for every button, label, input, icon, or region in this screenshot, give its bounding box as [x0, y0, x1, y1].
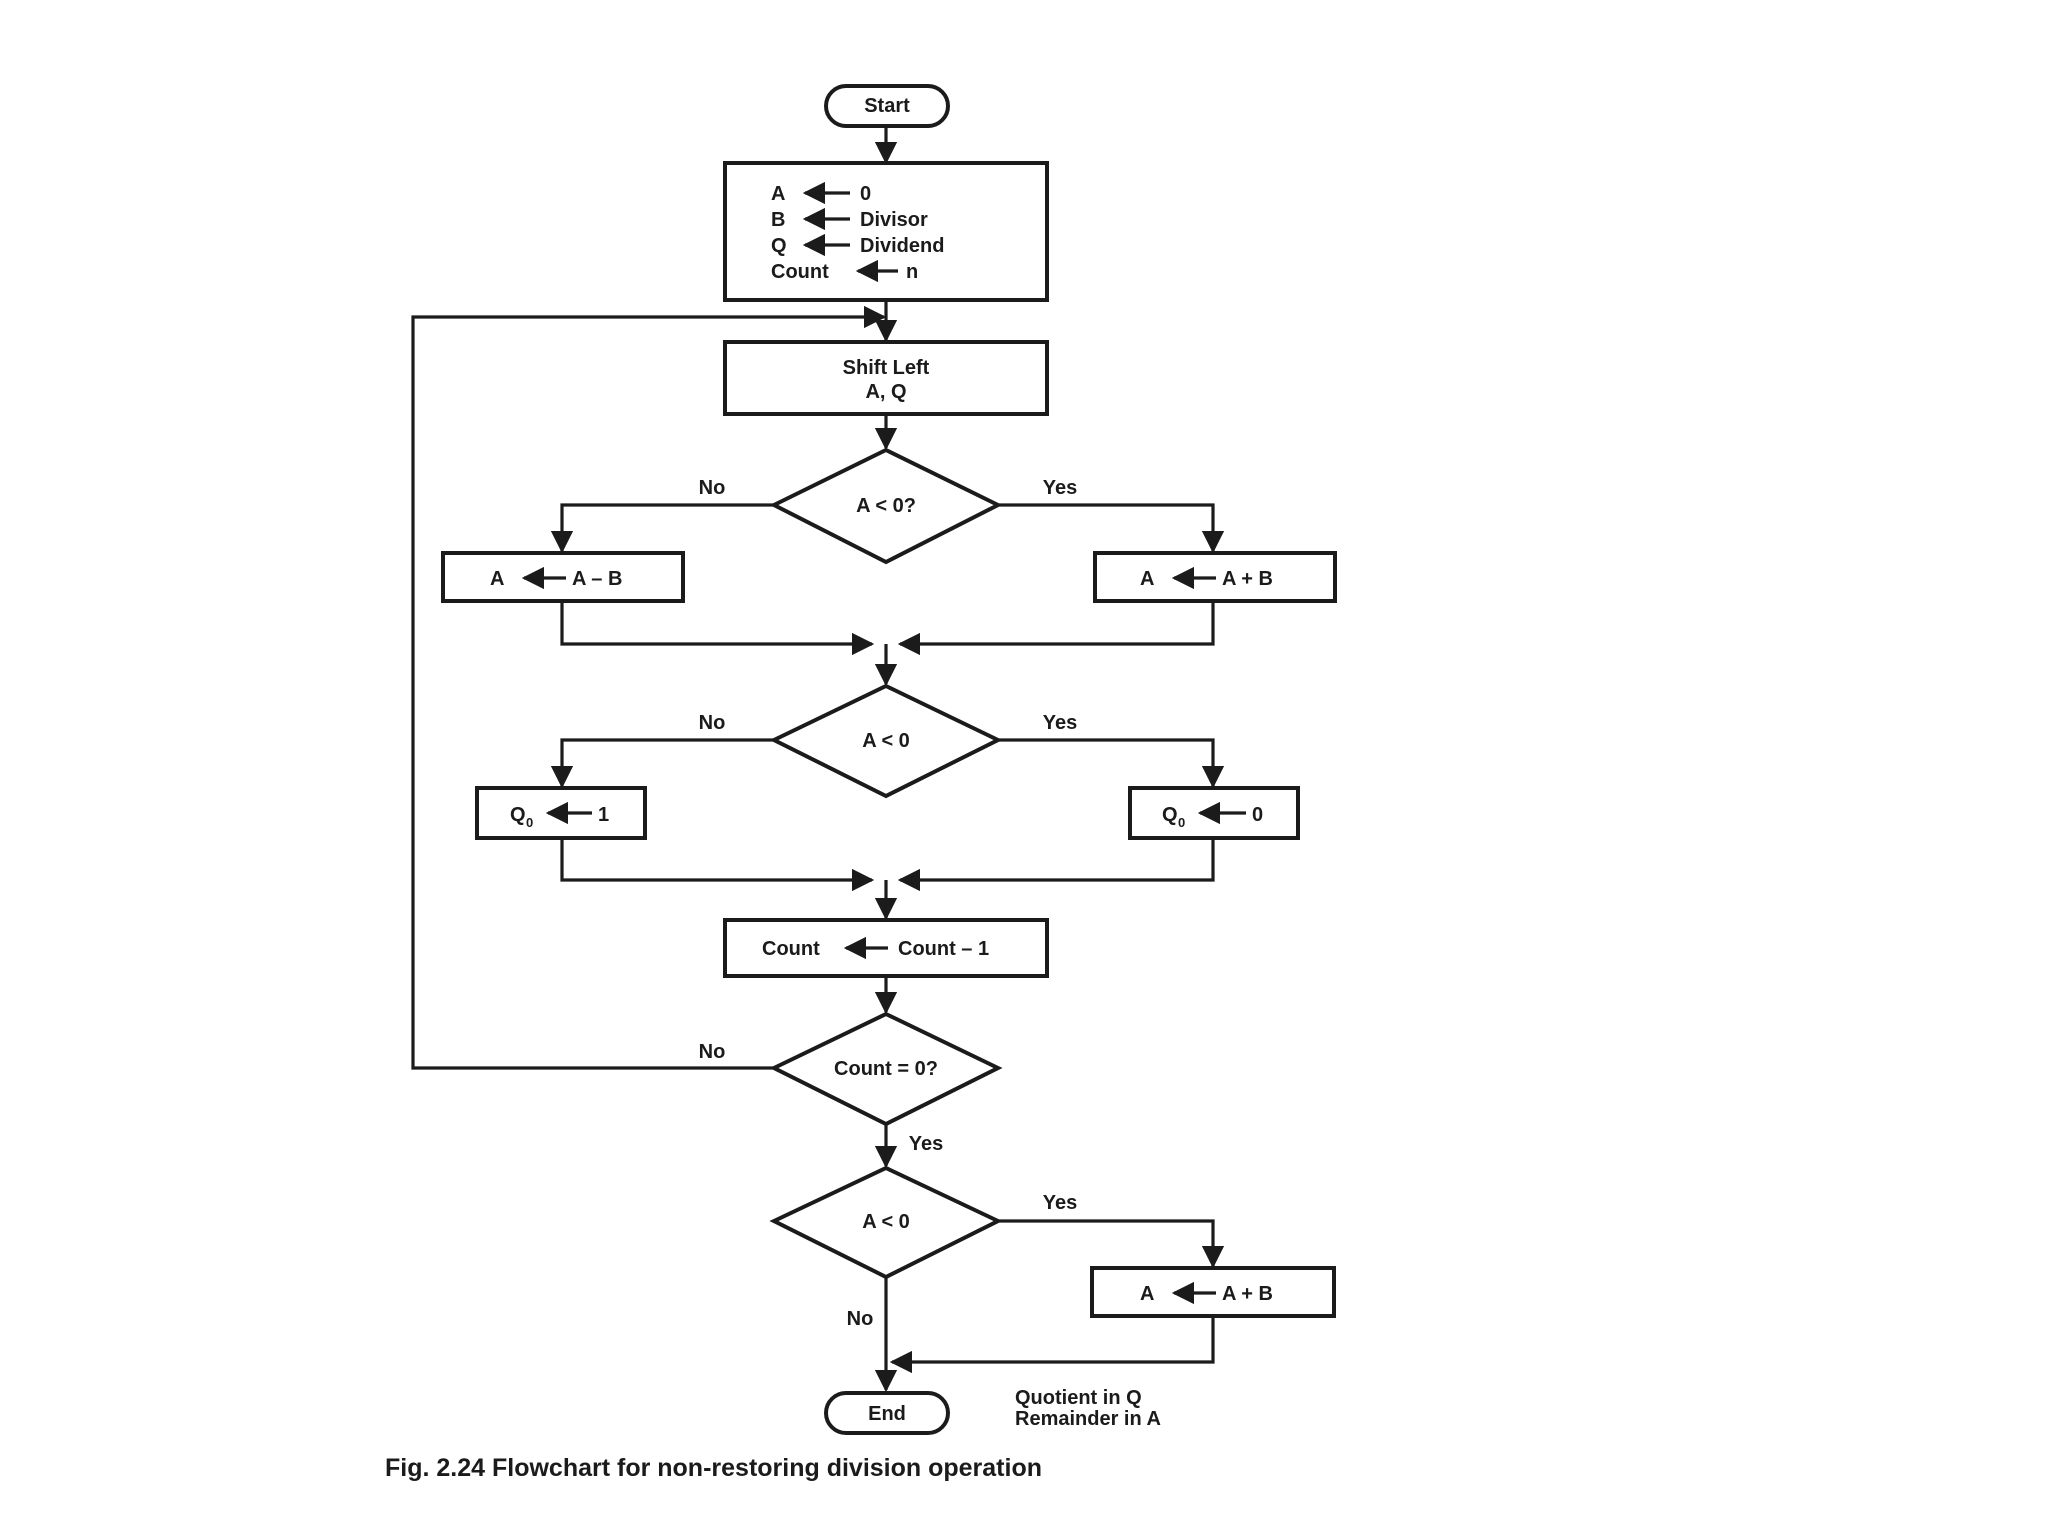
start-label: Start [864, 95, 910, 117]
q0-set-0-value: 0 [1252, 804, 1263, 826]
decision-2 [769, 683, 1003, 799]
decision-1 [769, 447, 1003, 565]
edge-q0-merge [897, 838, 1215, 892]
d2-no-label: No [699, 712, 726, 734]
q0-set-0-sub: 0 [1178, 815, 1185, 830]
decision-3-label: Count = 0? [834, 1058, 938, 1080]
q0-set-1-value: 1 [598, 804, 609, 826]
edge-d2-yes [998, 738, 1225, 789]
init-b-value: Divisor [860, 209, 928, 231]
decrement-lhs: Count [762, 938, 820, 960]
d1-yes-label: Yes [1043, 477, 1077, 499]
init-b-name: B [771, 209, 785, 231]
init-box [723, 161, 1049, 302]
d2-yes-label: Yes [1043, 712, 1077, 734]
edge-add1-merge [897, 601, 1215, 656]
decision-1-label: A < 0? [856, 495, 916, 517]
shift-box [723, 340, 1049, 416]
q0-set-1-q: Q [510, 804, 526, 826]
q0-set-0-q: Q [1162, 804, 1178, 826]
decrement-rhs: Count – 1 [898, 938, 989, 960]
shift-line1: Shift Left [843, 357, 930, 379]
decision-2-label: A < 0 [862, 730, 910, 752]
d4-yes-label: Yes [1043, 1192, 1077, 1214]
edge-sub-merge [560, 601, 875, 656]
edge-add2-merge [889, 1316, 1215, 1374]
add-2-lhs: A [1140, 1283, 1154, 1305]
edge-d1-yes [998, 503, 1225, 554]
shift-line2: A, Q [865, 381, 906, 403]
decision-4-label: A < 0 [862, 1211, 910, 1233]
edge-q1-merge [560, 838, 875, 892]
init-a-name: A [771, 183, 785, 205]
add-2-rhs: A + B [1222, 1283, 1273, 1305]
decision-4 [769, 1165, 1003, 1280]
decision-3 [769, 1011, 1003, 1127]
end-label: End [868, 1403, 906, 1425]
d3-yes-label: Yes [909, 1133, 943, 1155]
q0-set-1-sub: 0 [526, 815, 533, 830]
d3-no-label: No [699, 1041, 726, 1063]
init-q-value: Dividend [860, 235, 944, 257]
edge-d2-no [550, 738, 774, 789]
note-quotient: Quotient in Q [1015, 1387, 1142, 1409]
add-1-lhs: A [1140, 568, 1154, 590]
edge-loop-back [411, 305, 887, 1070]
subtract-lhs: A [490, 568, 504, 590]
start-terminal [824, 84, 950, 128]
figure-caption: Fig. 2.24 Flowchart for non-restoring di… [385, 1454, 1042, 1482]
d4-no-label: No [847, 1308, 874, 1330]
init-a-value: 0 [860, 183, 871, 205]
init-count-value: n [906, 261, 918, 283]
init-q-name: Q [771, 235, 787, 257]
init-count-name: Count [771, 261, 829, 283]
edge-d1-no [550, 503, 774, 554]
note-remainder: Remainder in A [1015, 1408, 1161, 1430]
subtract-rhs: A – B [572, 568, 622, 590]
end-terminal [824, 1391, 950, 1435]
d1-no-label: No [699, 477, 726, 499]
edge-d4-yes [998, 1219, 1225, 1269]
add-1-rhs: A + B [1222, 568, 1273, 590]
